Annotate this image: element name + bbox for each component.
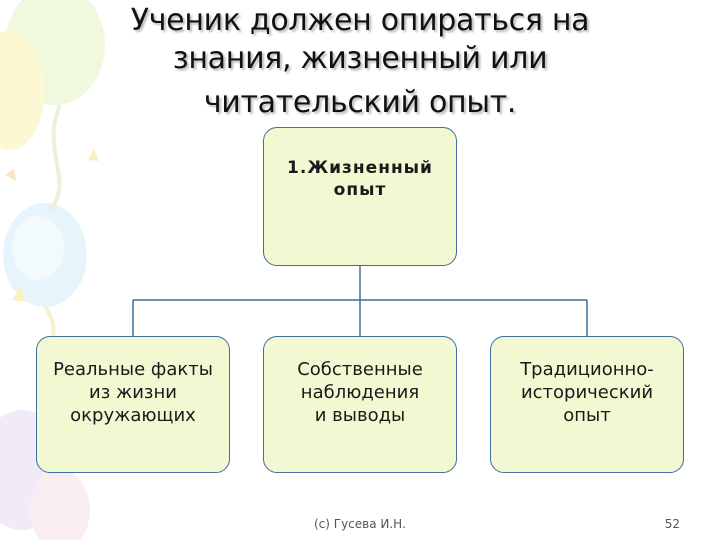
balloon-pink xyxy=(30,470,90,540)
child-2-line-3: и выводы xyxy=(314,405,406,426)
confetti-1 xyxy=(12,286,26,302)
child-node-real-facts: Реальные факты из жизни окружающих xyxy=(36,336,230,473)
child-2-line-2: наблюдения xyxy=(300,382,420,403)
child-1-line-2: из жизни xyxy=(89,382,177,403)
child-3-line-2: исторический xyxy=(520,382,654,403)
root-node-line-1: 1.Жизненный xyxy=(287,157,433,178)
title-line-2: знания, жизненный или xyxy=(172,41,548,76)
balloon-yellow xyxy=(0,30,45,150)
child-1-line-3: окружающих xyxy=(70,405,196,426)
page-number: 52 xyxy=(664,517,680,531)
confetti-2 xyxy=(88,148,99,161)
root-node-life-experience: 1.Жизненный опыт xyxy=(263,127,457,266)
child-2-line-1: Собственные xyxy=(297,359,423,380)
balloon-string-1 xyxy=(48,104,62,212)
slide-title: Ученик должен опираться на знания, жизне… xyxy=(60,2,660,122)
child-3-line-3: опыт xyxy=(563,405,611,426)
confetti-3 xyxy=(5,169,16,181)
balloon-blue-light xyxy=(12,216,64,280)
footer-author: (c) Гусева И.Н. xyxy=(313,517,407,531)
child-3-line-1: Традиционно- xyxy=(520,359,654,380)
title-line-1: Ученик должен опираться на xyxy=(130,3,590,38)
child-1-line-1: Реальные факты xyxy=(53,359,213,380)
title-line-3: читательский опыт. xyxy=(203,85,517,120)
root-node-line-2: опыт xyxy=(333,179,387,200)
child-node-traditional-historical: Традиционно- исторический опыт xyxy=(490,336,684,473)
child-node-own-observations: Собственные наблюдения и выводы xyxy=(263,336,457,473)
